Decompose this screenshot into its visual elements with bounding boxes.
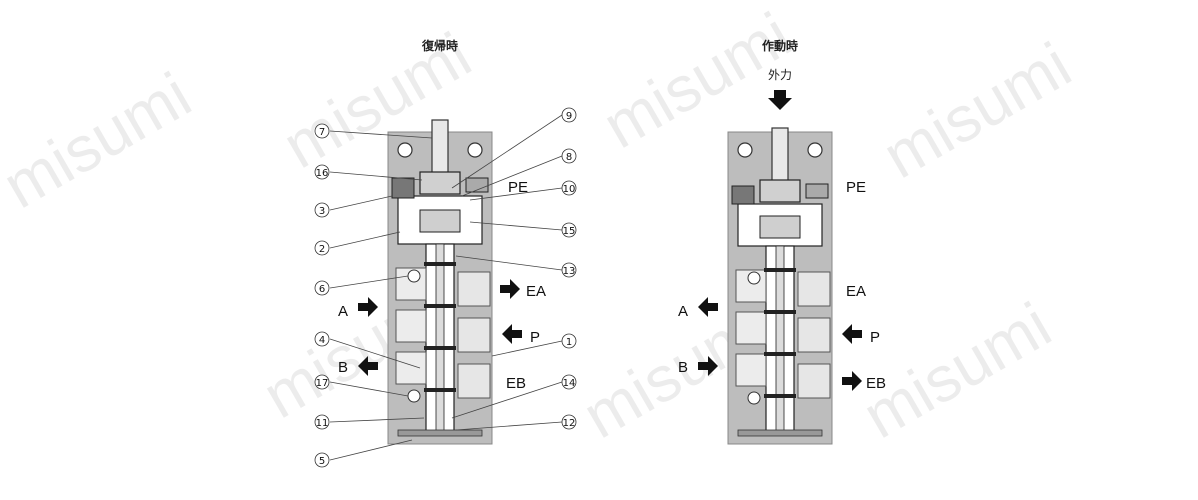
panel-reset: 復帰時 bbox=[314, 38, 577, 468]
valve-body bbox=[727, 127, 833, 445]
port-label-ea: EA bbox=[846, 283, 866, 300]
svg-text:6: 6 bbox=[319, 284, 325, 295]
mounting-hole bbox=[397, 142, 413, 158]
svg-text:16: 16 bbox=[316, 168, 329, 179]
part-callout: 1 bbox=[561, 333, 577, 349]
arrow-right-icon bbox=[358, 297, 378, 317]
port-label-ea: EA bbox=[526, 283, 546, 300]
arrow-left-icon bbox=[502, 324, 522, 344]
part-callout: 2 bbox=[314, 240, 330, 256]
arrow-right-icon bbox=[698, 356, 718, 376]
spool bbox=[435, 243, 445, 435]
mounting-hole bbox=[737, 142, 753, 158]
arrow-right-icon bbox=[842, 371, 862, 391]
watermark-text: misumi bbox=[0, 58, 203, 222]
svg-text:14: 14 bbox=[563, 378, 576, 389]
part-callout: 11 bbox=[314, 414, 330, 430]
svg-text:1: 1 bbox=[566, 337, 572, 348]
svg-text:10: 10 bbox=[563, 184, 576, 195]
svg-text:13: 13 bbox=[563, 266, 576, 277]
panel-title: 復帰時 bbox=[421, 38, 458, 53]
external-force-label: 外力 bbox=[768, 68, 792, 82]
part-callout: 8 bbox=[561, 148, 577, 164]
part-callout: 12 bbox=[561, 414, 577, 430]
svg-text:7: 7 bbox=[319, 127, 325, 138]
svg-text:8: 8 bbox=[566, 152, 572, 163]
svg-text:5: 5 bbox=[319, 456, 325, 467]
part-callout: 6 bbox=[314, 280, 330, 296]
part-callout: 17 bbox=[314, 374, 330, 390]
svg-text:11: 11 bbox=[316, 418, 329, 429]
part-callout: 9 bbox=[561, 107, 577, 123]
watermark-text: misumi bbox=[851, 288, 1063, 452]
port-label-p: P bbox=[530, 329, 540, 346]
arrow-left-icon bbox=[358, 356, 378, 376]
port-label-pe: PE bbox=[846, 179, 866, 196]
spool bbox=[775, 245, 785, 435]
panel-title: 作動時 bbox=[762, 38, 798, 53]
plunger bbox=[771, 127, 789, 189]
valve-body bbox=[387, 119, 493, 445]
svg-text:2: 2 bbox=[319, 244, 325, 255]
part-callout: 5 bbox=[314, 452, 330, 468]
port-label-eb: EB bbox=[506, 375, 526, 392]
part-callout: 16 bbox=[314, 164, 330, 180]
port-label-p: P bbox=[870, 329, 880, 346]
part-callout: 10 bbox=[561, 180, 577, 196]
port-label-a: A bbox=[678, 303, 688, 320]
part-callout: 3 bbox=[314, 202, 330, 218]
arrow-down-icon bbox=[768, 90, 792, 110]
port-label-pe: PE bbox=[508, 179, 528, 196]
mounting-hole bbox=[807, 142, 823, 158]
panel-actuated: 作動時 外力 bbox=[678, 38, 886, 445]
arrow-left-icon bbox=[842, 324, 862, 344]
part-callout: 13 bbox=[561, 262, 577, 278]
port-label-b: B bbox=[338, 359, 348, 376]
part-callout: 7 bbox=[314, 123, 330, 139]
svg-text:3: 3 bbox=[319, 206, 325, 217]
port-label-eb: EB bbox=[866, 375, 886, 392]
svg-text:15: 15 bbox=[563, 226, 576, 237]
part-callout: 4 bbox=[314, 331, 330, 347]
svg-text:12: 12 bbox=[563, 418, 576, 429]
part-callout: 15 bbox=[561, 222, 577, 238]
svg-text:17: 17 bbox=[316, 378, 329, 389]
svg-text:9: 9 bbox=[566, 111, 572, 122]
plunger bbox=[431, 119, 449, 181]
part-callout: 14 bbox=[561, 374, 577, 390]
port-label-a: A bbox=[338, 303, 348, 320]
arrow-right-icon bbox=[500, 279, 520, 299]
arrow-left-icon bbox=[698, 297, 718, 317]
port-label-b: B bbox=[678, 359, 688, 376]
watermark-layer: misumi misumi misumi misumi misumi misum… bbox=[0, 0, 1083, 452]
watermark-text: misumi bbox=[871, 28, 1083, 192]
svg-text:4: 4 bbox=[319, 335, 325, 346]
mounting-hole bbox=[467, 142, 483, 158]
